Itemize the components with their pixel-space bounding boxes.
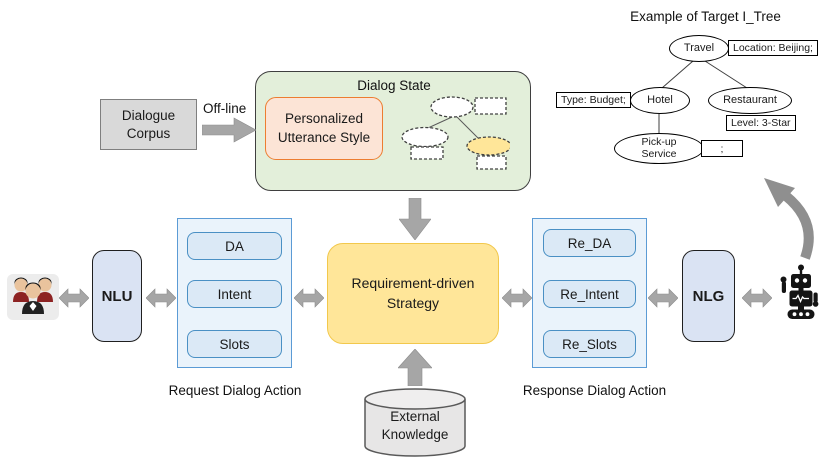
arrow-response-nlg <box>648 288 678 308</box>
mini-tree-left-rect <box>410 146 444 160</box>
personalized-utterance-style-box: Personalized Utterance Style <box>265 97 383 160</box>
mini-tree-left-ellipse <box>401 126 449 148</box>
tree-node-travel: Travel <box>669 35 729 62</box>
request-action-intent: Intent <box>187 280 282 308</box>
arrow-strategy-response <box>502 288 532 308</box>
tree-label-type: Type: Budget; <box>556 92 631 108</box>
mini-tree-root-ellipse <box>430 96 474 118</box>
dialogue-corpus-box: Dialogue Corpus <box>100 99 197 150</box>
offline-right-arrow <box>202 117 256 143</box>
dialog-state-title: Dialog State <box>357 77 431 93</box>
nlg-box: NLG <box>682 250 735 342</box>
user-group-icon <box>7 274 59 320</box>
tree-label-location: Location: Beijing; <box>728 40 818 56</box>
tree-example-title: Example of Target I_Tree <box>630 8 781 24</box>
mini-tree-root-rect <box>474 97 507 115</box>
request-action-da: DA <box>187 232 282 260</box>
requirement-driven-strategy-box: Requirement-driven Strategy <box>327 243 499 344</box>
response-action-reintent: Re_Intent <box>543 280 636 308</box>
response-action-reslots: Re_Slots <box>543 330 636 358</box>
dialog-state-mini-tree <box>401 96 510 170</box>
tree-label-level: Level: 3-Star <box>726 115 796 131</box>
tree-node-hotel: Hotel <box>630 87 690 114</box>
request-dialog-action-label: Request Dialog Action <box>168 382 302 398</box>
arrow-nlg-robot <box>742 288 772 308</box>
mini-tree-highlight-ellipse <box>466 136 510 156</box>
external-knowledge-cylinder <box>364 388 466 457</box>
arrow-user-nlu <box>59 288 89 308</box>
mini-tree-right-rect <box>476 155 507 170</box>
tree-node-restaurant: Restaurant <box>708 87 792 114</box>
offline-arrow-label: Off-line <box>203 101 247 116</box>
external-knowledge-label: External Knowledge <box>381 409 449 442</box>
request-action-slots: Slots <box>187 330 282 358</box>
tree-connector-lines <box>658 60 748 135</box>
response-dialog-action-label: Response Dialog Action <box>522 382 667 398</box>
dialog-state-down-arrow <box>399 198 431 240</box>
arrow-nlu-request <box>146 288 176 308</box>
tree-node-pickup-service: Pick-up Service <box>614 133 704 164</box>
knowledge-up-arrow <box>398 349 432 386</box>
response-action-reda: Re_DA <box>543 229 636 257</box>
curved-up-arrow <box>764 178 814 260</box>
nlu-box: NLU <box>92 250 142 342</box>
tree-label-semicolon: ; <box>701 140 743 157</box>
robot-icon <box>780 264 819 319</box>
arrow-request-strategy <box>294 288 324 308</box>
